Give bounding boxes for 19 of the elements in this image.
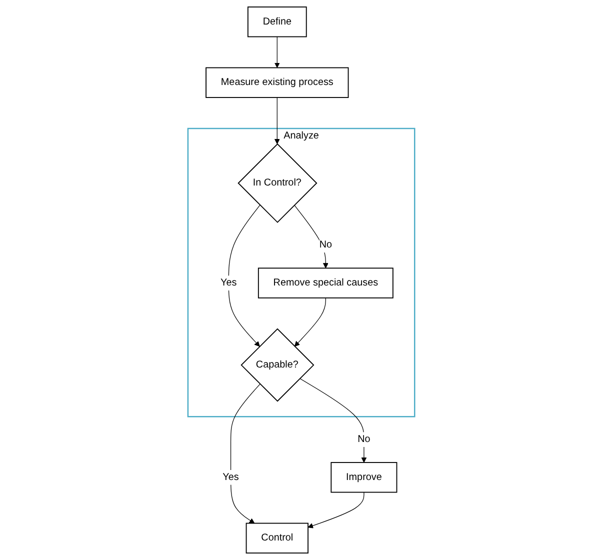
arrow	[300, 378, 367, 463]
arrow	[294, 204, 329, 268]
edge-label: No	[358, 434, 370, 445]
arrow	[294, 298, 326, 347]
edge-label: Yes	[222, 472, 240, 482]
edge-label: No	[320, 240, 332, 250]
node-box: Control	[246, 522, 309, 554]
arrow	[230, 384, 261, 524]
node-box: Define	[248, 6, 308, 38]
node-diamond: Capable?	[240, 328, 314, 402]
node-box: Measure existing process	[206, 67, 349, 98]
arrow	[274, 97, 280, 144]
node-box: Improve	[330, 462, 398, 493]
arrow	[308, 492, 364, 528]
node-box: Remove special causes	[258, 268, 394, 298]
arrow	[228, 204, 260, 347]
arrow	[274, 36, 280, 68]
edge-label: Yes	[220, 277, 237, 288]
node-diamond: In Control?	[238, 143, 318, 223]
